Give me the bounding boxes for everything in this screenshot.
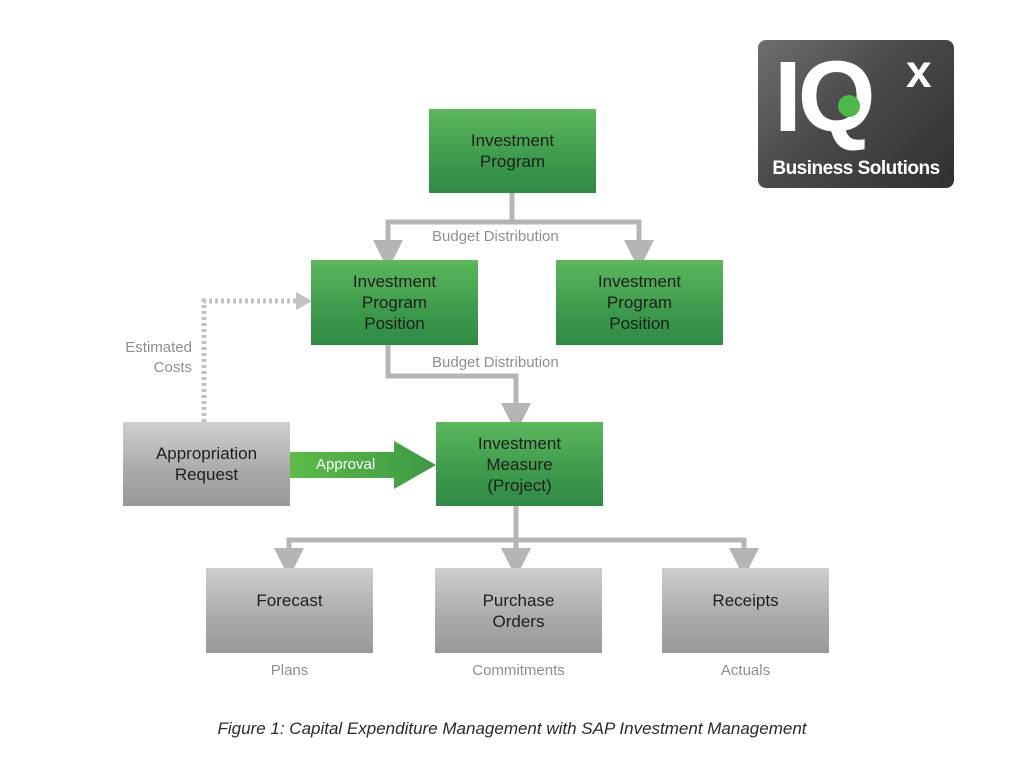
logo-superscript: x <box>906 45 932 97</box>
budget-distribution-label-2: Budget Distribution <box>432 354 559 371</box>
investment-program-node: Investment Program <box>429 109 596 193</box>
commitments-label: Commitments <box>472 662 565 679</box>
logo-green-dot <box>838 95 860 117</box>
to-forecast-connector <box>274 537 516 578</box>
logo-tagline: Business Solutions <box>772 158 940 179</box>
plans-label: Plans <box>270 662 309 679</box>
approval-arrow <box>290 441 436 489</box>
investment-measure-node: Investment Measure (Project) <box>436 422 603 506</box>
estimated-costs-label: Estimated Costs <box>125 339 192 376</box>
to-receipts-connector <box>516 537 759 578</box>
iqx-logo: IQ x Business Solutions <box>758 40 954 188</box>
investment-program-position-node-right: Investment Program Position <box>556 260 723 345</box>
actuals-label: Actuals <box>720 662 771 679</box>
investment-program-position-node-left: Investment Program Position <box>311 260 478 345</box>
purchase-orders-node: Purchase Orders <box>435 568 602 653</box>
budget-distribution-label-1: Budget Distribution <box>432 228 559 245</box>
budget-split-connector <box>373 193 515 270</box>
appropriation-request-node: Appropriation Request <box>123 422 290 506</box>
estimated-costs-arrowhead <box>296 292 312 310</box>
estimated-costs-connector <box>201 298 298 422</box>
logo-mark: IQ <box>774 41 876 153</box>
receipts-node: Receipts <box>662 568 829 653</box>
approval-label: Approval <box>316 456 376 473</box>
forecast-node: Forecast <box>206 568 373 653</box>
figure-caption: Figure 1: Capital Expenditure Management… <box>217 719 807 738</box>
budget-split-connector-right <box>512 219 654 270</box>
position-to-measure-connector <box>385 345 531 433</box>
